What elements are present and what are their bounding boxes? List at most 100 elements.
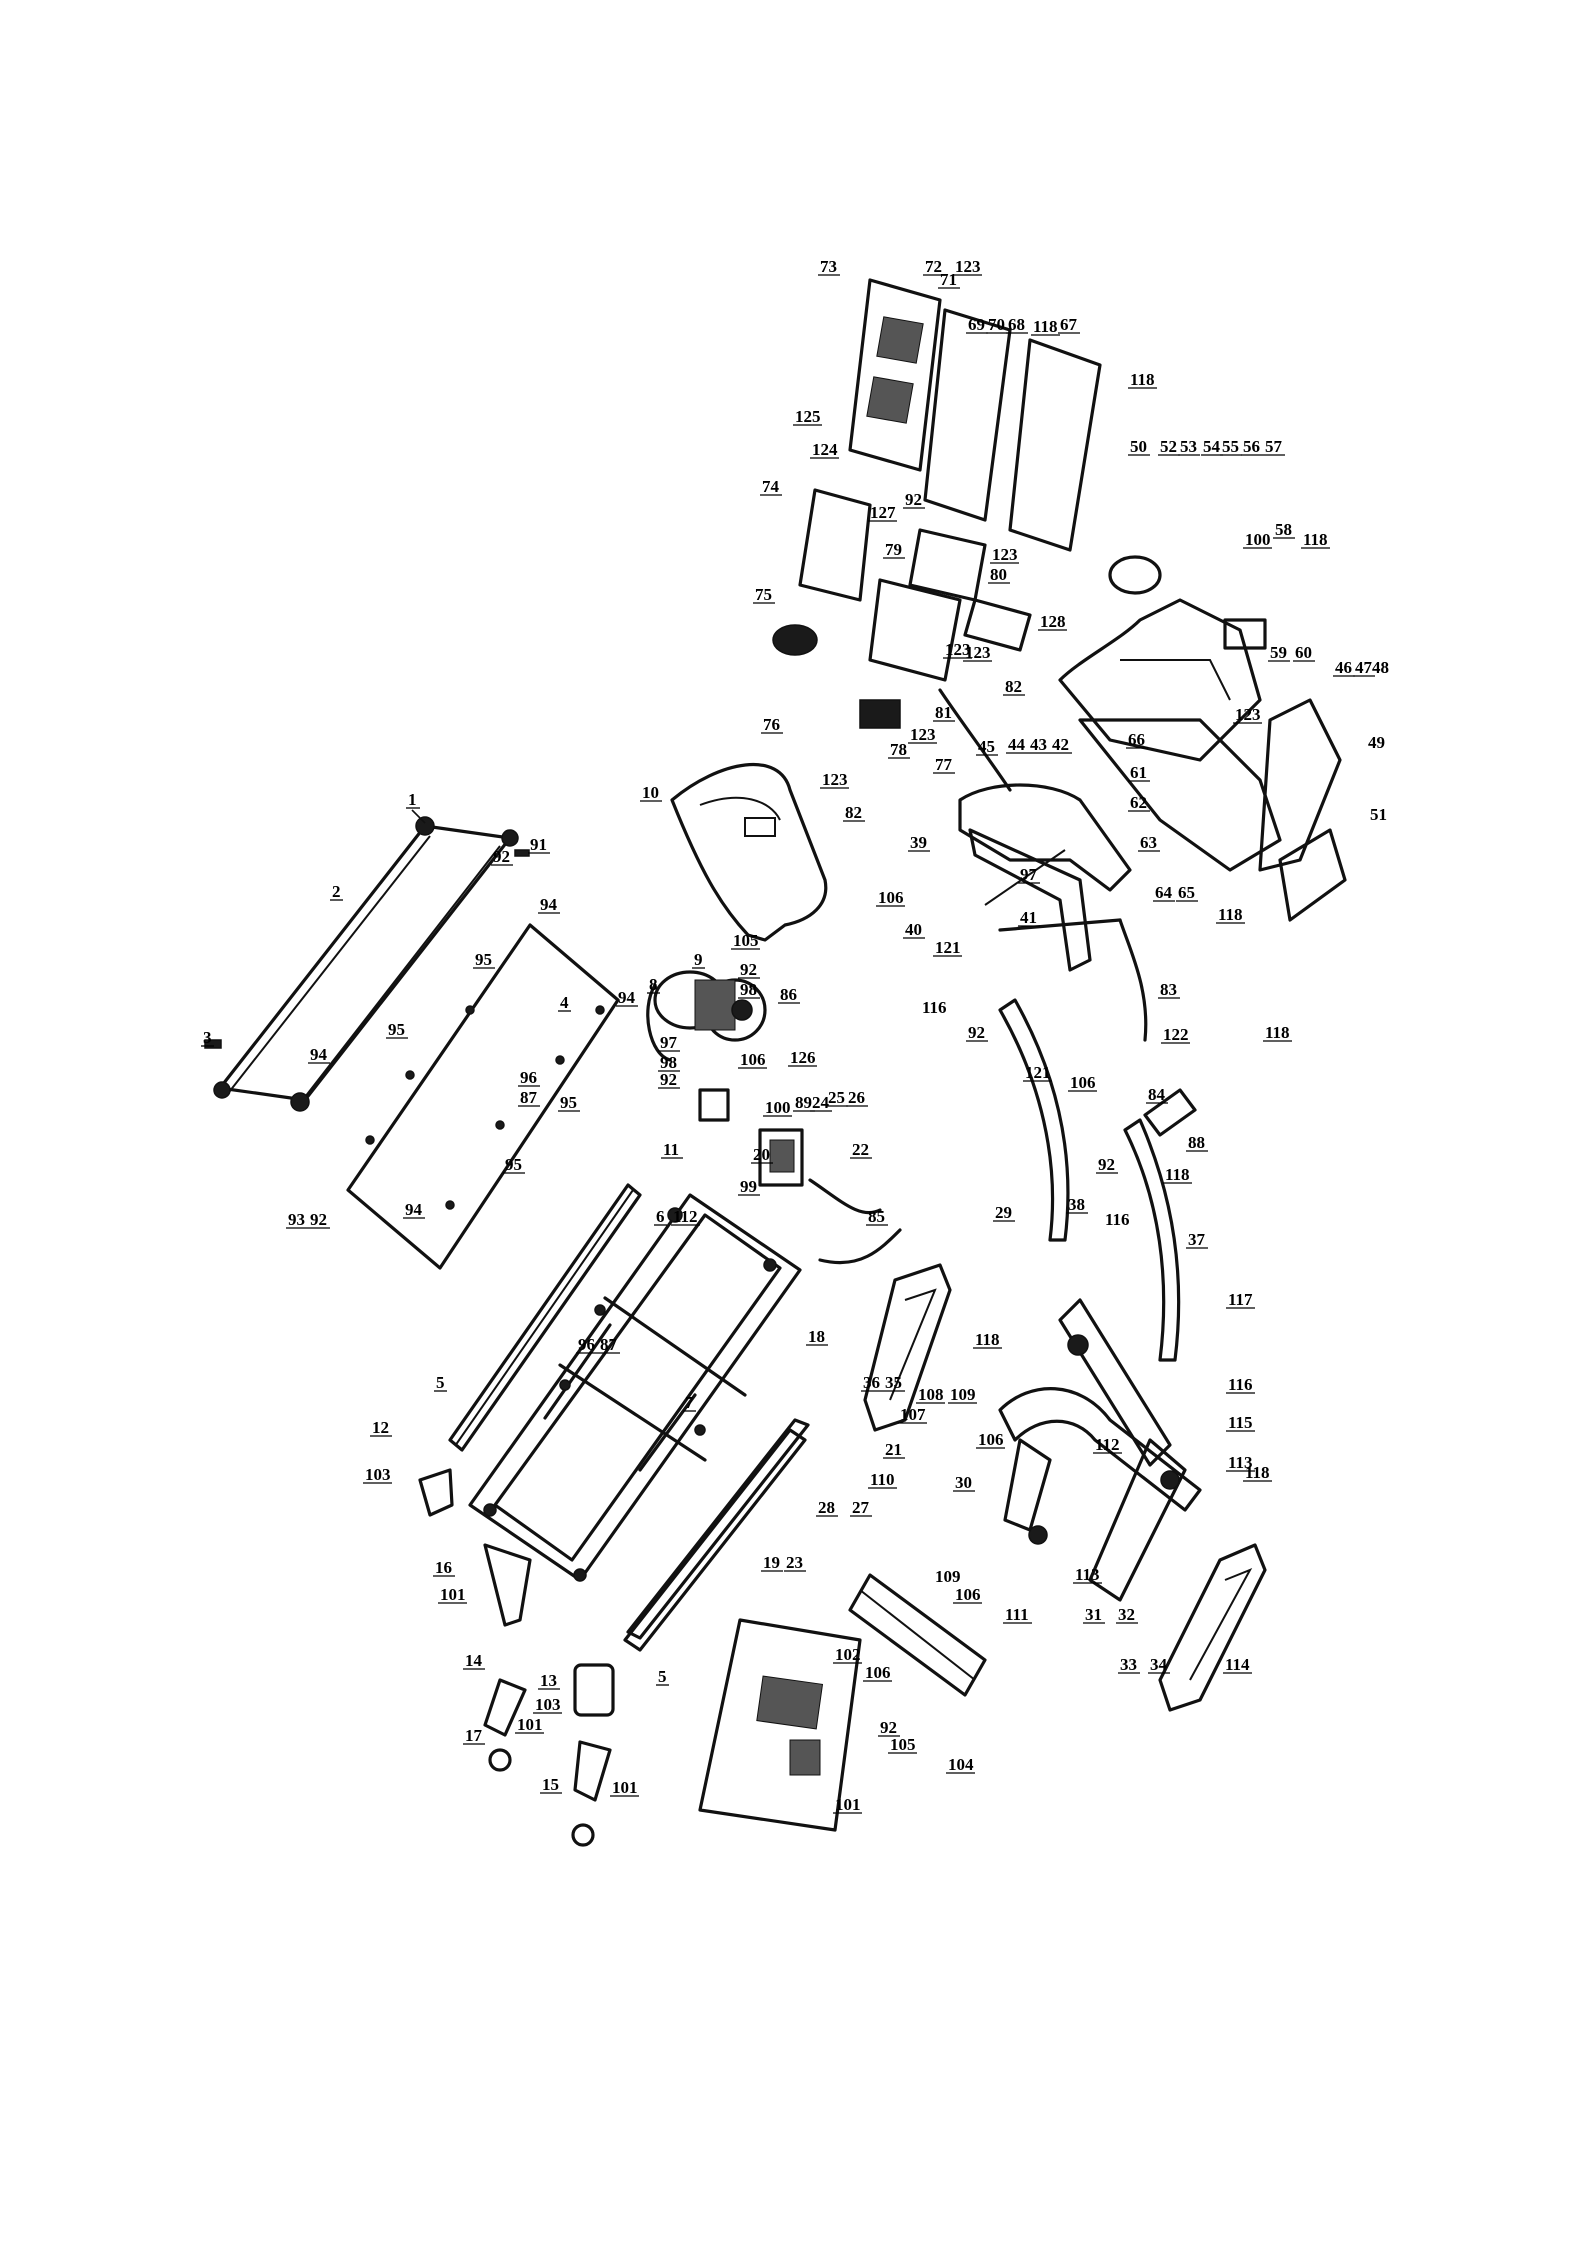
callout-21: 21 — [885, 1440, 902, 1459]
deck-board — [346, 923, 620, 1270]
callout-61: 61 — [1130, 763, 1147, 782]
callout-88: 88 — [1188, 1133, 1205, 1152]
callout-12: 12 — [372, 1418, 389, 1437]
callout-108: 108 — [918, 1385, 944, 1404]
callout-34: 34 — [1150, 1655, 1168, 1674]
callout-36: 36 — [863, 1373, 880, 1392]
callout-87: 87 — [520, 1088, 538, 1107]
callout-19: 19 — [763, 1553, 780, 1572]
incline-lift — [848, 1573, 987, 1697]
callout-35: 35 — [885, 1373, 902, 1392]
callout-100-b: 100 — [1245, 530, 1271, 549]
callout-47: 47 — [1355, 658, 1373, 677]
callout-53: 53 — [1180, 437, 1197, 456]
callout-105-a: 105 — [733, 931, 759, 950]
callout-26: 26 — [848, 1088, 865, 1107]
base-frame — [998, 1298, 1202, 1602]
callout-118-c: 118 — [1303, 530, 1328, 549]
callout-89: 89 — [795, 1093, 812, 1112]
callout-40: 40 — [905, 920, 922, 939]
cables — [938, 688, 1148, 1042]
callout-92-c: 92 — [740, 960, 757, 979]
callout-111: 111 — [1005, 1605, 1029, 1624]
callout-123-e: 123 — [910, 725, 936, 744]
callout-109-b: 109 — [935, 1567, 961, 1586]
callout-42: 42 — [1052, 735, 1069, 754]
callout-92-f: 92 — [968, 1023, 985, 1042]
callout-116-a: 116 — [1228, 1375, 1253, 1394]
callout-95-b: 95 — [388, 1020, 405, 1039]
callout-20: 20 — [753, 1145, 770, 1164]
callout-112-b: 112 — [1095, 1435, 1120, 1454]
callout-55: 55 — [1222, 437, 1239, 456]
callout-128: 128 — [1040, 612, 1066, 631]
callout-25: 25 — [828, 1088, 845, 1107]
callout-64: 64 — [1155, 883, 1173, 902]
callout-125: 125 — [795, 407, 821, 426]
callout-5-b: 5 — [658, 1667, 667, 1686]
callout-101-d: 101 — [835, 1795, 861, 1814]
callout-118-d: 118 — [1218, 905, 1243, 924]
callout-44: 44 — [1008, 735, 1026, 754]
callout-85: 85 — [868, 1207, 885, 1226]
callout-77: 77 — [935, 755, 953, 774]
left-side-rail — [448, 1183, 642, 1452]
callout-91: 91 — [530, 835, 547, 854]
callout-67: 67 — [1060, 315, 1078, 334]
callout-92-h: 92 — [880, 1718, 897, 1737]
callout-16: 16 — [435, 1558, 452, 1577]
callout-33: 33 — [1120, 1655, 1137, 1674]
main-frame — [468, 1193, 802, 1582]
callout-106-b: 106 — [740, 1050, 766, 1069]
callout-24: 24 — [812, 1093, 830, 1112]
callout-123-b: 123 — [992, 545, 1018, 564]
callout-51: 51 — [1370, 805, 1387, 824]
callout-56: 56 — [1243, 437, 1260, 456]
callout-82: 82 — [1005, 677, 1022, 696]
callout-123-f: 123 — [822, 770, 848, 789]
callout-123-a: 123 — [955, 257, 981, 276]
callout-54: 54 — [1203, 437, 1221, 456]
callout-106-a: 106 — [878, 888, 904, 907]
callout-57: 57 — [1265, 437, 1283, 456]
base-cover — [698, 1618, 862, 1832]
callout-92-e: 92 — [905, 490, 922, 509]
callout-127: 127 — [870, 503, 896, 522]
callout-58: 58 — [1275, 520, 1292, 539]
console-frame — [958, 783, 1132, 972]
callout-92-b: 92 — [310, 1210, 327, 1229]
callout-11: 11 — [663, 1140, 679, 1159]
callout-59: 59 — [1270, 643, 1287, 662]
callout-118-b: 118 — [1130, 370, 1155, 389]
callout-66: 66 — [1128, 730, 1145, 749]
console-panels — [772, 278, 1102, 729]
right-upright — [1123, 1088, 1197, 1362]
callout-78: 78 — [890, 740, 907, 759]
callout-30: 30 — [955, 1473, 972, 1492]
callout-68: 68 — [1008, 315, 1025, 334]
right-side-rail — [623, 1418, 810, 1652]
callout-86: 86 — [780, 985, 797, 1004]
callout-118-h: 118 — [1245, 1463, 1270, 1482]
callout-60: 60 — [1295, 643, 1312, 662]
callout-31: 31 — [1085, 1605, 1102, 1624]
callout-8: 8 — [649, 975, 658, 994]
callout-63: 63 — [1140, 833, 1157, 852]
callout-48: 48 — [1372, 658, 1389, 677]
callout-94-b: 94 — [310, 1045, 328, 1064]
callout-39: 39 — [910, 833, 927, 852]
callout-65: 65 — [1178, 883, 1195, 902]
callout-97-b: 97 — [1020, 865, 1038, 884]
callout-92-d: 92 — [660, 1070, 677, 1089]
callout-96: 96 — [520, 1068, 537, 1087]
callout-103-a: 103 — [365, 1465, 391, 1484]
right-handrail — [1158, 1543, 1267, 1712]
callout-99: 99 — [740, 1177, 757, 1196]
callout-81: 81 — [935, 703, 952, 722]
callout-101-a: 101 — [440, 1585, 466, 1604]
callout-73: 73 — [820, 257, 837, 276]
callout-6: 6 — [656, 1207, 665, 1226]
callout-118-g: 118 — [975, 1330, 1000, 1349]
callout-15: 15 — [542, 1775, 559, 1794]
running-belt-assembly — [204, 816, 530, 1112]
